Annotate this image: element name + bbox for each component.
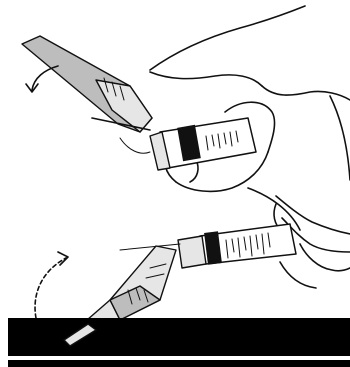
syringe-icon [178,224,296,268]
bottom-panel [8,196,350,367]
top-panel [22,6,350,230]
flat-surface [8,318,350,367]
syringe-icon [150,118,256,170]
safety-shield-icon [22,36,152,132]
hand-icon [120,6,350,230]
rotate-arrow-icon [35,252,68,318]
